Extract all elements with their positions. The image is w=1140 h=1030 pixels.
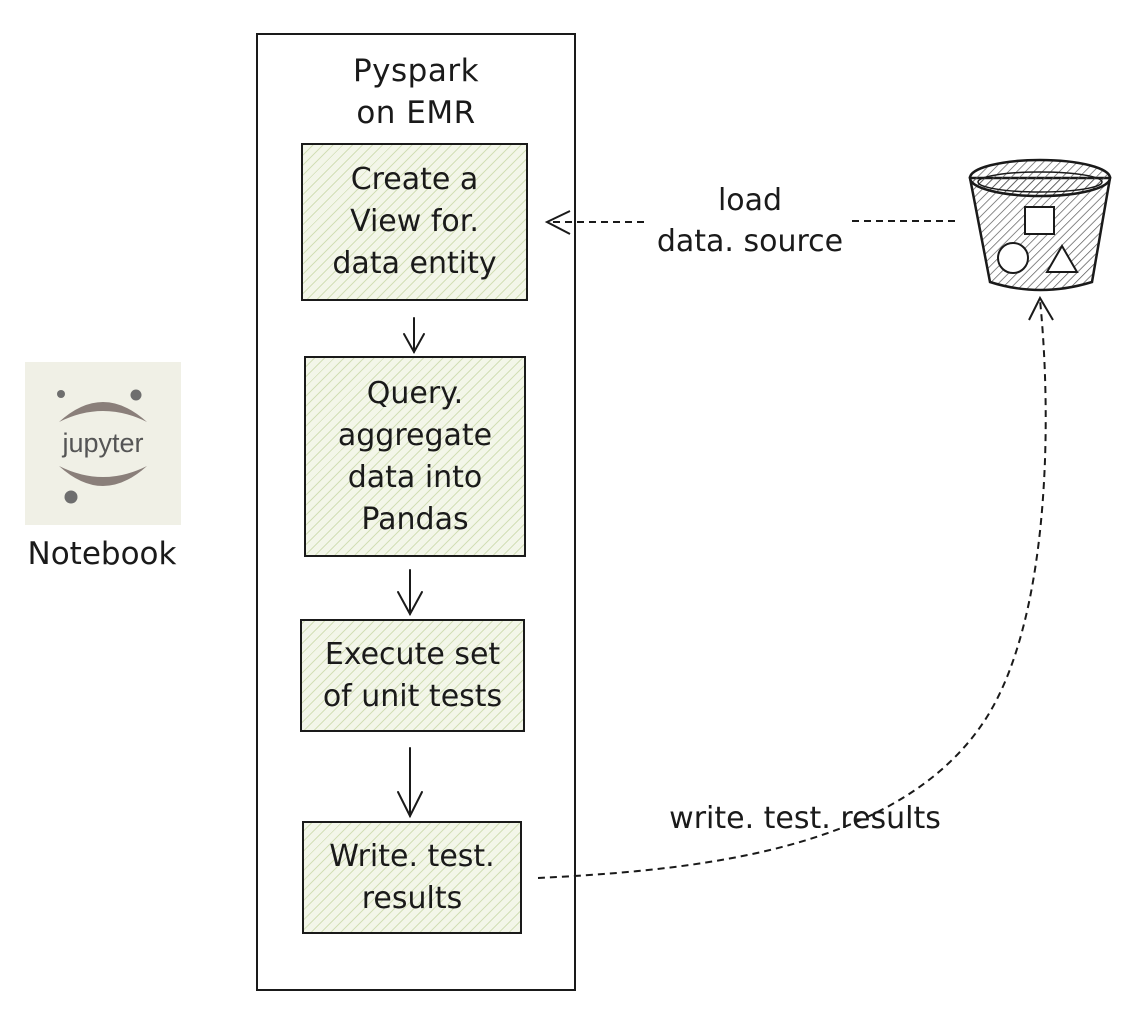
step-line: data into [347,459,483,495]
container-title: Pyspark on EMR [256,50,576,134]
jupyter-bottom-arc [59,466,147,486]
step-execute-tests: Execute set of unit tests [300,619,525,732]
load-label-line1: load [717,183,783,218]
notebook-label: Notebook [27,536,177,572]
jupyter-dot-large [64,490,78,504]
step-line: Write. test. [329,838,495,874]
arrow-step2-to-step3 [397,569,423,617]
container-title-line1: Pyspark [352,53,480,89]
jupyter-logo-text: jupyter [61,428,143,458]
square-icon [1024,206,1055,235]
load-data-source-label: load data. source [630,180,870,262]
circle-icon [997,242,1029,274]
arrow-write-test-results [537,299,1047,879]
step-write-results: Write. test. results [302,821,522,934]
jupyter-dot-medium [130,389,142,401]
step-line: aggregate [337,417,493,453]
step-line: data entity [332,246,497,281]
load-label-line2: data. source [656,224,844,259]
jupyter-logo-icon: jupyter [57,389,147,504]
pyspark-container [256,33,576,991]
arrow-step1-to-step2 [403,317,425,355]
step-line: View for. [350,204,479,239]
write-test-results-label: write. test. results [669,801,941,836]
container-title-line2: on EMR [356,95,476,131]
jupyter-logo: jupyter [25,362,181,525]
arrow-load-data-source [548,220,955,223]
s3-bucket-icon [968,158,1112,292]
jupyter-dot-small [57,390,65,398]
step-line: of unit tests [322,678,503,714]
step-create-view: Create a View for. data entity [301,143,528,301]
step-line: Create a [350,162,479,197]
jupyter-top-arc [59,402,147,422]
arrow-step3-to-step4 [397,747,423,819]
step-query-aggregate: Query. aggregate data into Pandas [304,356,526,557]
step-line: Pandas [361,501,469,537]
write-arrowhead-icon [1028,295,1054,321]
step-line: Execute set [324,636,501,672]
step-line: Query. [366,375,464,411]
step-line: results [361,880,463,916]
load-arrowhead-icon [544,210,571,235]
triangle-icon [1045,243,1079,273]
